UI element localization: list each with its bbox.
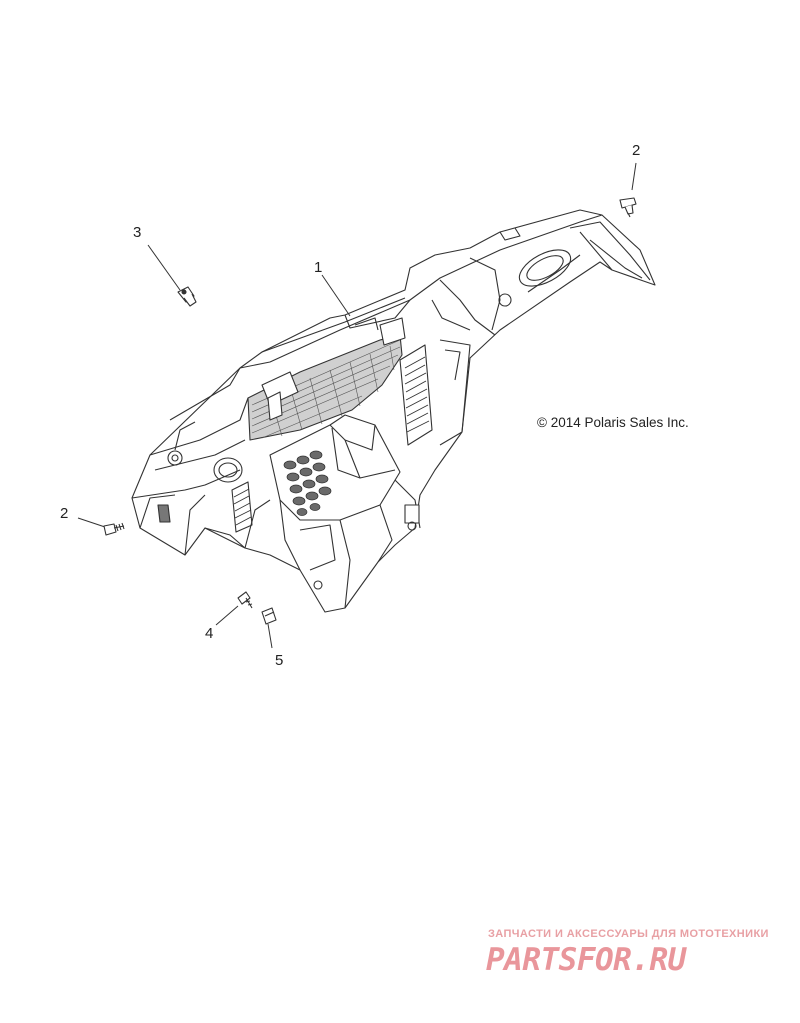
watermark-logo: PARTSFOR.RU <box>486 942 686 978</box>
screw-4 <box>237 591 253 609</box>
callout-4: 4 <box>205 625 214 642</box>
watermark-tagline: ЗАПЧАСТИ И АКСЕССУАРЫ ДЛЯ МОТОТЕХНИКИ <box>488 928 769 940</box>
nut-clip-5 <box>261 607 277 625</box>
push-rivet-2-top <box>619 197 637 218</box>
leader-lines <box>77 162 637 649</box>
callout-1: 1 <box>314 259 323 276</box>
callout-2-top: 2 <box>632 142 641 159</box>
callout-5: 5 <box>275 652 284 669</box>
callout-3: 3 <box>133 224 142 241</box>
copyright-notice: © 2014 Polaris Sales Inc. <box>537 415 689 430</box>
callout-2-left: 2 <box>60 505 69 522</box>
screw-2-left <box>103 522 125 536</box>
clip-3 <box>177 286 197 307</box>
bumper-part-1 <box>131 209 656 613</box>
